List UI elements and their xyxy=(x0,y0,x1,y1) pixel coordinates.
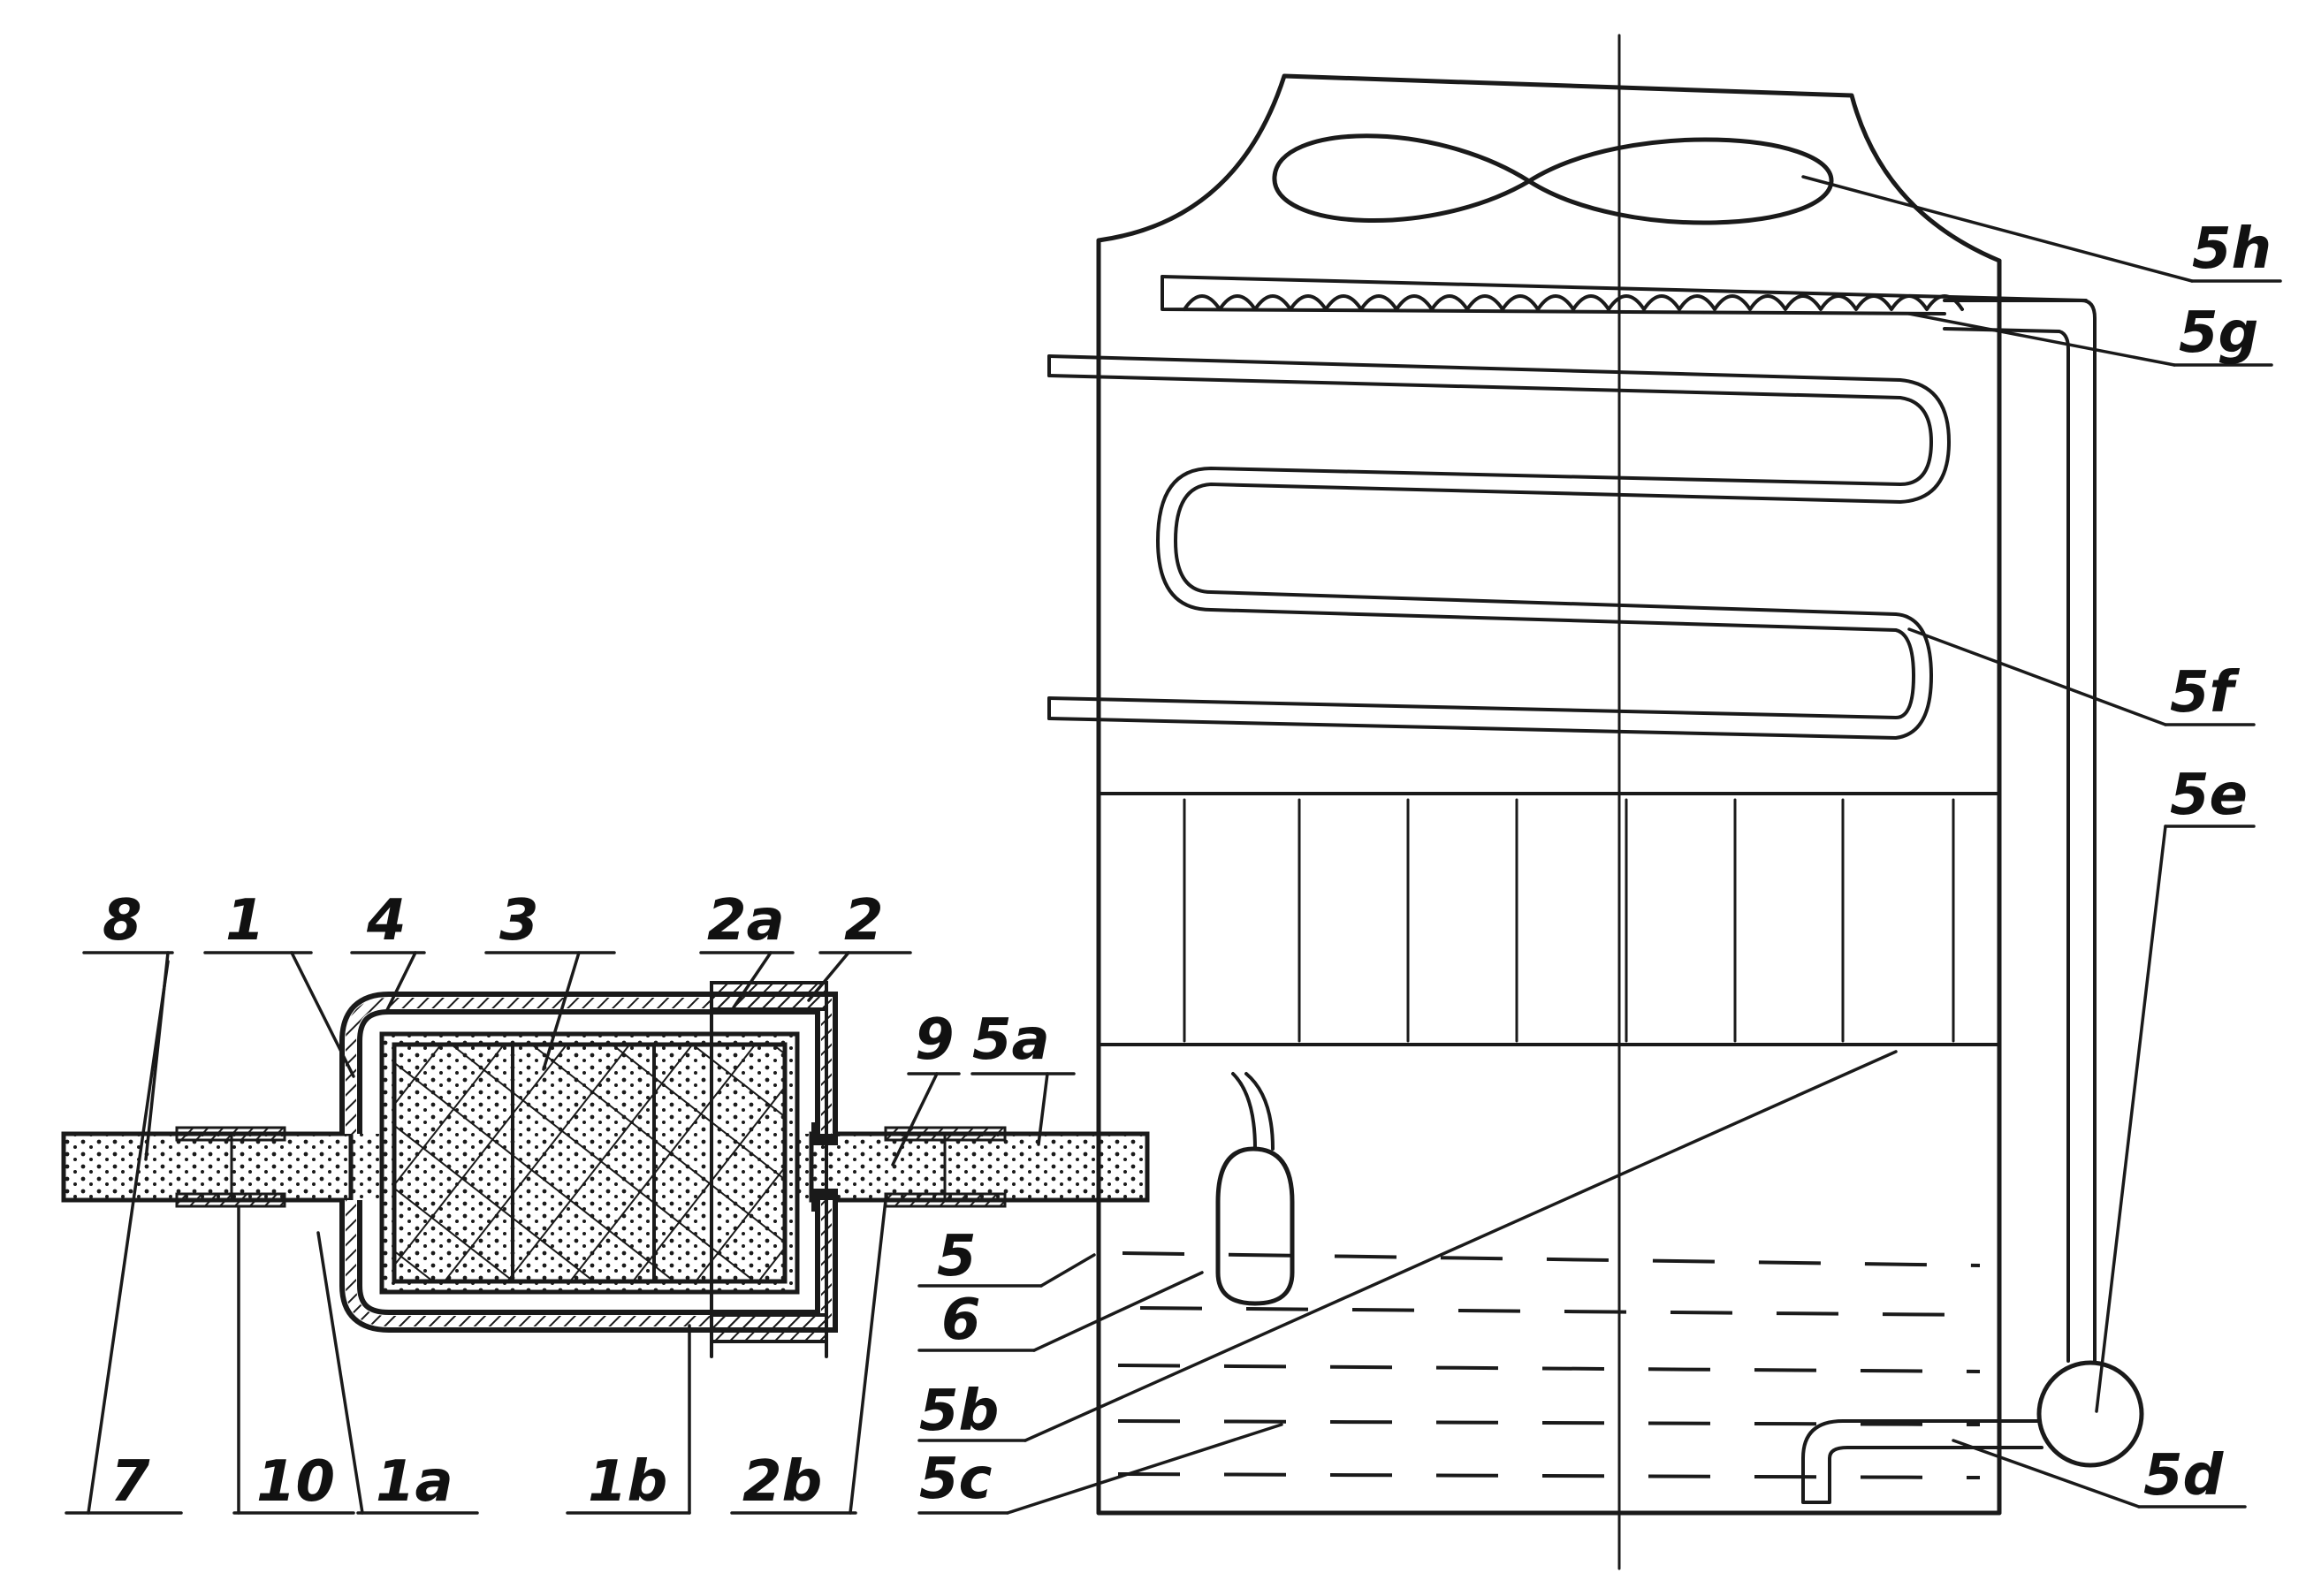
label-5e: 5e xyxy=(2170,763,2248,828)
label-5g: 5g xyxy=(2179,300,2259,366)
label-5: 5 xyxy=(937,1224,977,1289)
filter-core xyxy=(379,1031,800,1295)
label-5a: 5a xyxy=(972,1007,1050,1073)
fan-hood xyxy=(1096,73,2002,263)
label-7: 7 xyxy=(110,1449,150,1515)
water-surface xyxy=(1117,1251,1981,1479)
label-2: 2 xyxy=(844,888,884,954)
cooling-tower xyxy=(1047,34,2144,1570)
serpentine-coil xyxy=(1047,354,1951,740)
fan-blades-icon xyxy=(1272,133,1834,225)
label-5h: 5h xyxy=(2192,217,2272,282)
label-8: 8 xyxy=(103,888,142,954)
filter-assembly xyxy=(61,981,1150,1358)
label-1a: 1a xyxy=(376,1449,453,1515)
label-1: 1 xyxy=(225,888,265,954)
label-2b: 2b xyxy=(742,1449,823,1515)
label-4: 4 xyxy=(367,888,407,954)
label-5c: 5c xyxy=(919,1447,993,1512)
label-3: 3 xyxy=(499,888,539,954)
fill-packing xyxy=(1097,792,2001,1046)
float-valve xyxy=(1215,1072,1295,1306)
label-9: 9 xyxy=(915,1007,955,1073)
pump xyxy=(1801,1360,2144,1504)
inlet-pipe xyxy=(61,1126,354,1208)
label-10: 10 xyxy=(256,1449,336,1515)
pump-icon xyxy=(2036,1360,2144,1468)
label-1b: 1b xyxy=(588,1449,668,1515)
label-5d: 5d xyxy=(2143,1443,2224,1509)
leader-lines xyxy=(65,175,2282,1515)
label-5f: 5f xyxy=(2170,660,2234,726)
label-6: 6 xyxy=(941,1288,981,1353)
spray-distributor xyxy=(1161,275,2088,315)
outlet-pipe xyxy=(809,1126,1150,1208)
label-2a: 2a xyxy=(707,888,785,954)
label-5b: 5b xyxy=(919,1379,1000,1444)
riser-pipe xyxy=(1943,299,2097,1363)
